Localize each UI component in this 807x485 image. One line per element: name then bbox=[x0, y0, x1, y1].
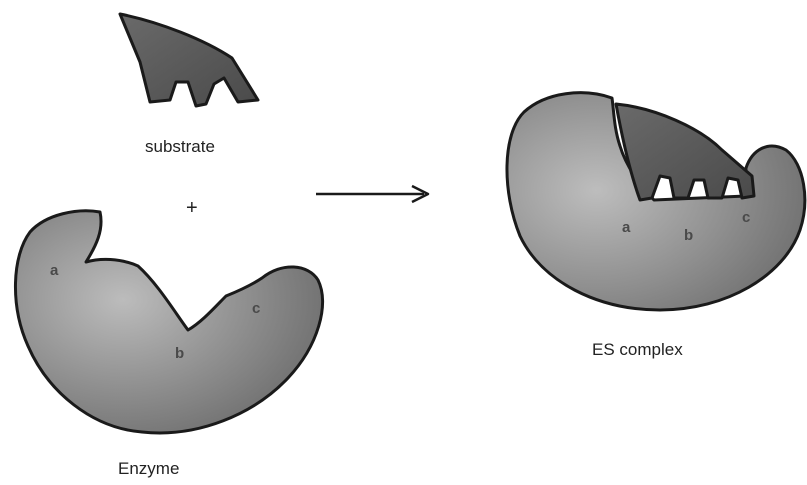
enzyme-site-a: a bbox=[50, 262, 59, 279]
enzyme-shape bbox=[15, 211, 322, 433]
substrate-label: substrate bbox=[145, 137, 215, 156]
complex-site-a: a bbox=[622, 219, 631, 236]
substrate-shape bbox=[120, 14, 258, 106]
enzyme-label: Enzyme bbox=[118, 459, 179, 478]
plus-sign: + bbox=[186, 197, 198, 219]
complex-site-c: c bbox=[742, 209, 750, 226]
enzyme-site-b: b bbox=[175, 345, 184, 362]
es-complex-label: ES complex bbox=[592, 340, 683, 359]
complex-site-b: b bbox=[684, 227, 693, 244]
es-substrate-shape bbox=[616, 104, 754, 200]
enzyme-site-c: c bbox=[252, 300, 260, 317]
